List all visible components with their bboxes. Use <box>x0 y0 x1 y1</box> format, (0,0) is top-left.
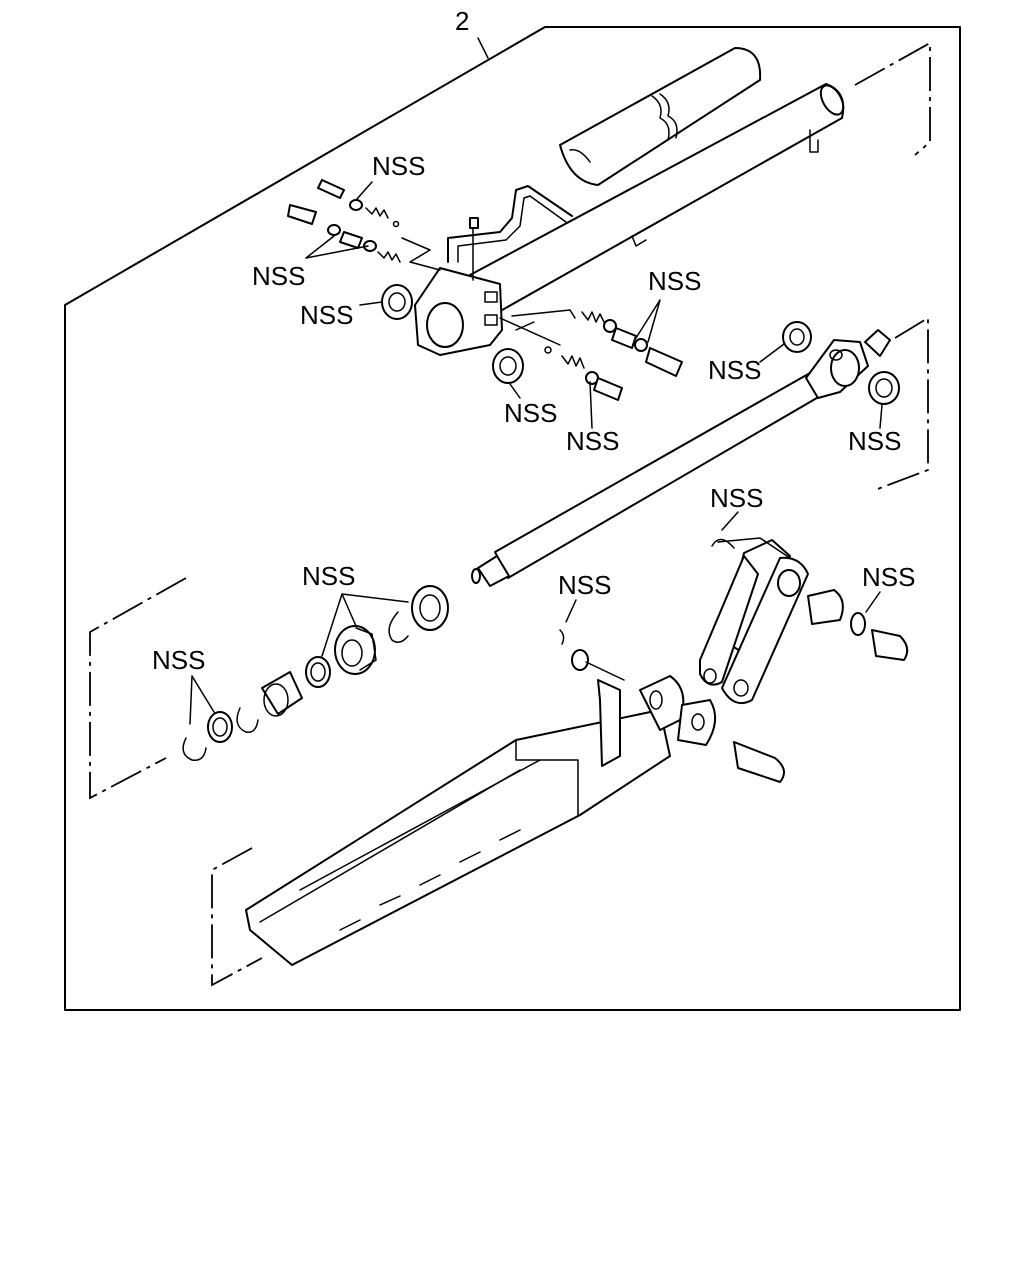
nss-label-13: NSS <box>152 645 205 675</box>
nss-label-3: NSS <box>300 300 353 330</box>
steering-column-tube <box>469 83 845 319</box>
nss-label-12: NSS <box>862 562 915 592</box>
lower-column-bracket <box>245 629 717 966</box>
tilt-lever-assembly <box>699 537 909 783</box>
break-bracket-right <box>874 316 929 491</box>
nss-label-5: NSS <box>708 355 761 385</box>
valve-seals <box>381 284 524 384</box>
column-cover <box>559 47 762 186</box>
nss-label-11: NSS <box>558 570 611 600</box>
nss-label-6: NSS <box>504 398 557 428</box>
u-joint-seals <box>782 321 900 405</box>
nss-label-10: NSS <box>302 561 355 591</box>
break-bracket-left <box>89 577 187 800</box>
valve-body <box>414 217 503 356</box>
kit-callout-number: 2 <box>455 6 469 36</box>
nss-label-4: NSS <box>648 266 701 296</box>
hydraulic-pipe <box>447 185 573 263</box>
kit-callout-leader <box>477 37 489 59</box>
lower-shaft-bearing-set <box>182 585 449 761</box>
nss-label-9: NSS <box>710 483 763 513</box>
nss-label-8: NSS <box>848 426 901 456</box>
nss-leader-lines <box>189 181 883 725</box>
kit-outline <box>64 26 961 1011</box>
intermediate-shaft <box>471 329 891 587</box>
valve-fittings-right <box>499 309 683 401</box>
nss-label-1: NSS <box>372 151 425 181</box>
nss-label-2: NSS <box>252 261 305 291</box>
break-bracket-top-right <box>854 41 931 156</box>
nss-label-7: NSS <box>566 426 619 456</box>
break-bracket-bottom-left <box>211 847 263 987</box>
